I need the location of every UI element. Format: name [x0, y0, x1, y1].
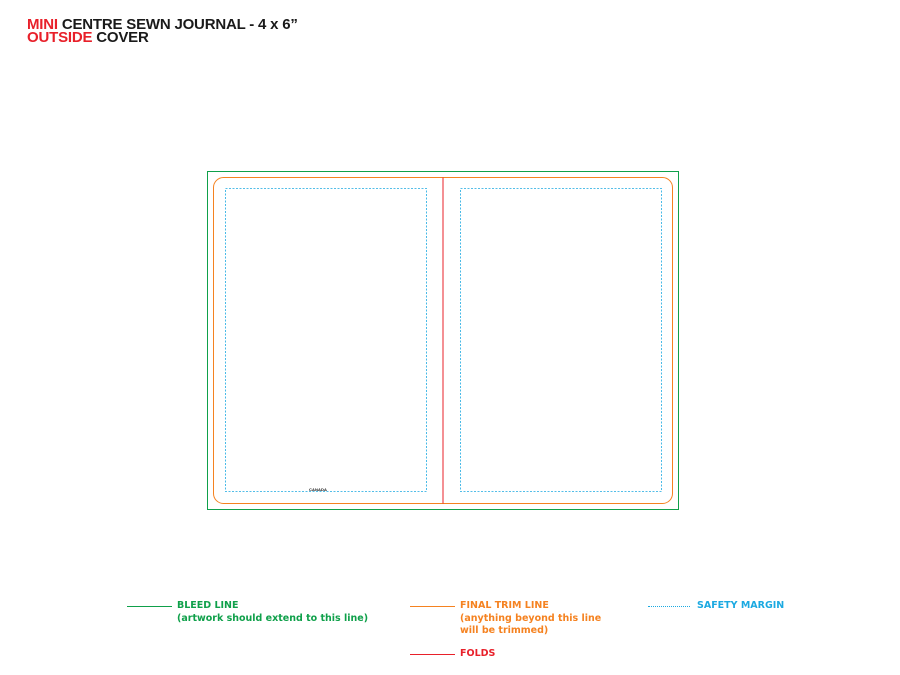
trim-note-line-1: (anything beyond this line — [460, 613, 602, 624]
safety-label: SAFETY MARGIN — [697, 600, 785, 611]
trim-label: FINAL TRIM LINE — [460, 600, 549, 611]
title-mini: MINI — [27, 16, 58, 33]
bleed-note: (artwork should extend to this line) — [177, 613, 369, 624]
safety-margin-right — [460, 188, 662, 492]
trim-swatch — [410, 606, 455, 607]
spine-text: CANADA — [309, 487, 327, 492]
bleed-swatch — [127, 606, 172, 607]
title-cover: COVER — [92, 29, 149, 46]
bleed-line — [207, 171, 679, 510]
safety-margin-left — [225, 188, 427, 492]
title-outside: OUTSIDE — [27, 29, 93, 46]
title-line-1: MINI CENTRE SEWN JOURNAL - 4 x 6” — [27, 16, 298, 33]
safety-swatch — [648, 606, 690, 607]
title-line-2: OUTSIDE COVER — [27, 29, 298, 46]
bleed-label: BLEED LINE — [177, 600, 239, 611]
page-title: MINI CENTRE SEWN JOURNAL - 4 x 6” OUTSID… — [27, 16, 298, 46]
title-journal: CENTRE SEWN JOURNAL - 4 x 6” — [57, 16, 298, 33]
folds-swatch — [410, 654, 455, 655]
folds-label: FOLDS — [460, 648, 496, 659]
trim-note-line-2: will be trimmed) — [460, 625, 549, 636]
